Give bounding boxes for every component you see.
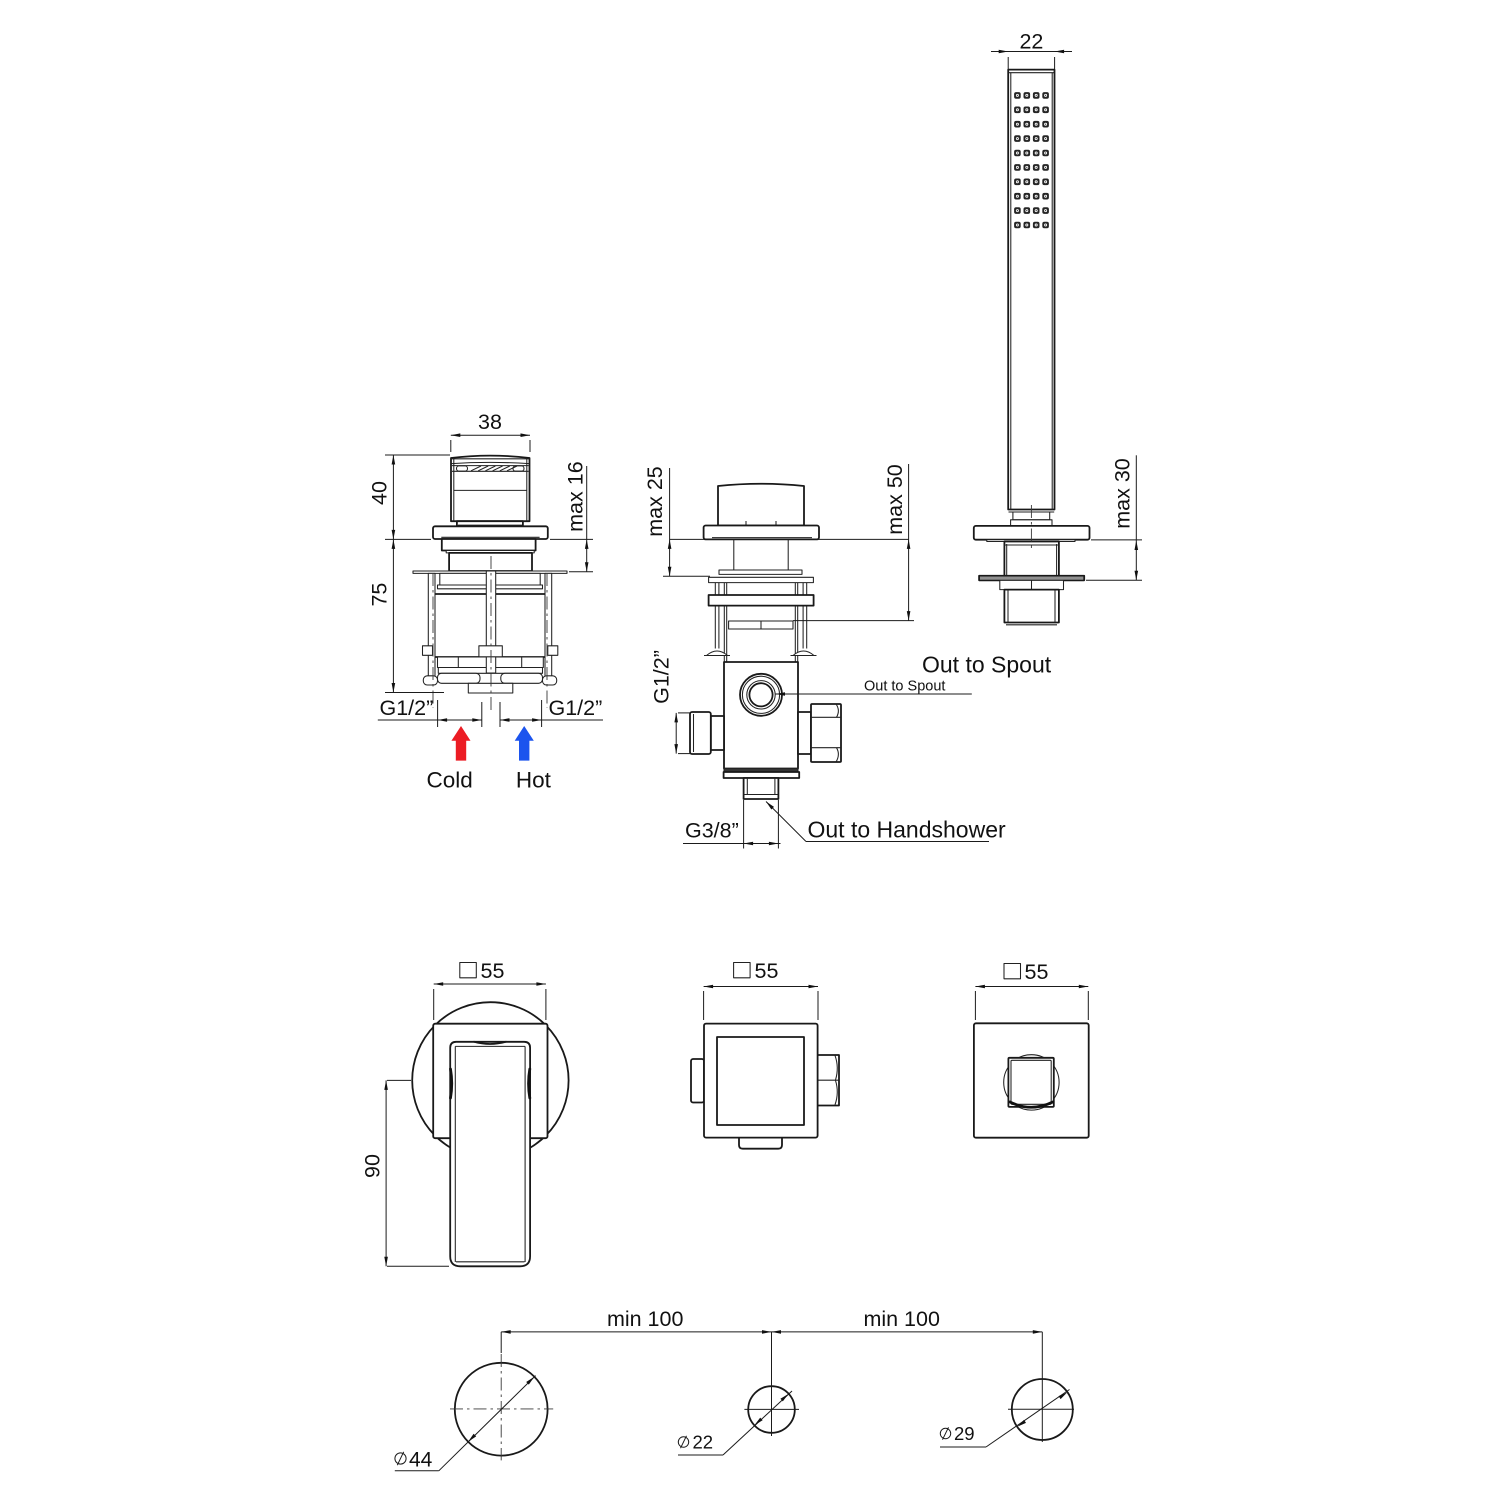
svg-text:max 25: max 25: [643, 466, 667, 537]
svg-text:Cold: Cold: [427, 767, 473, 792]
svg-text:G1/2”: G1/2”: [650, 650, 674, 704]
svg-text:22: 22: [1019, 30, 1043, 54]
svg-text:55: 55: [1025, 960, 1049, 984]
svg-text:75: 75: [368, 583, 392, 607]
svg-text:Hot: Hot: [516, 767, 552, 792]
svg-text:Out to Handshower: Out to Handshower: [808, 817, 1007, 843]
svg-text:40: 40: [368, 481, 392, 505]
svg-text:44: 44: [409, 1449, 433, 1472]
svg-text:G3/8”: G3/8”: [685, 819, 739, 843]
svg-text:max 16: max 16: [564, 461, 588, 532]
svg-text:38: 38: [478, 410, 502, 434]
svg-text:29: 29: [954, 1423, 975, 1444]
svg-text:Out to Spout: Out to Spout: [922, 651, 1052, 677]
svg-text:55: 55: [481, 959, 505, 983]
svg-text:90: 90: [361, 1154, 385, 1178]
svg-text:min 100: min 100: [863, 1307, 940, 1331]
svg-text:max 30: max 30: [1111, 458, 1135, 529]
svg-text:Out to Spout: Out to Spout: [864, 679, 945, 695]
svg-text:max 50: max 50: [883, 464, 907, 535]
svg-text:22: 22: [693, 1432, 714, 1453]
svg-text:55: 55: [755, 959, 779, 983]
svg-text:min 100: min 100: [607, 1307, 684, 1331]
svg-text:G1/2”: G1/2”: [380, 696, 434, 720]
svg-text:G1/2”: G1/2”: [549, 696, 603, 720]
